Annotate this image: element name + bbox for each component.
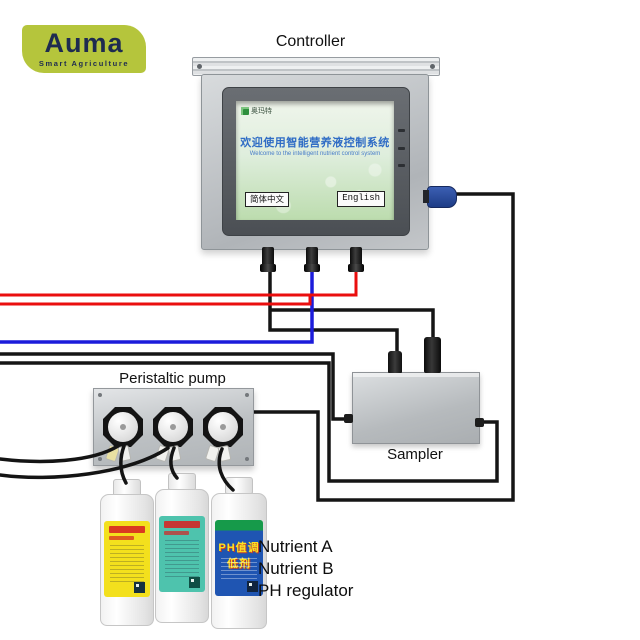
label-subtitle-bar — [164, 531, 190, 535]
ph-label-text: PH值调低剂 — [218, 542, 260, 570]
qr-code-icon — [189, 577, 200, 588]
sampler-right-wire — [0, 361, 499, 483]
red-power-wire-1 — [0, 262, 358, 297]
tube-to-bottle-b — [169, 446, 179, 480]
bottle-nutrient-a — [100, 494, 154, 626]
tube-to-left-1 — [0, 444, 120, 464]
sampler-left-wire — [0, 352, 350, 421]
tube-to-left-2 — [0, 446, 170, 480]
qr-code-icon — [134, 582, 145, 593]
screw-icon — [98, 393, 102, 397]
pump-power-wire — [252, 192, 515, 502]
pump-head-1 — [103, 407, 143, 447]
sampler-left-port — [344, 414, 353, 423]
screen-logo-icon — [241, 107, 249, 115]
language-button-english[interactable]: English — [337, 191, 385, 207]
bottle-caption-list: Nutrient A Nutrient B PH regulator — [258, 536, 353, 602]
caption-ph-regulator: PH regulator — [258, 581, 354, 600]
sampler-label: Sampler — [387, 446, 443, 463]
bottle-ph-regulator: PH值调低剂 — [211, 493, 267, 629]
bottle-nutrient-b — [155, 489, 209, 623]
bottom-connector-1 — [260, 247, 276, 272]
label-title-bar — [164, 521, 200, 528]
welcome-title-zh: 欢迎使用智能营养液控制系统 — [240, 137, 390, 149]
brand-tagline: Smart Agriculture — [38, 59, 130, 68]
controller-touchscreen: 奥玛特 欢迎使用智能营养液控制系统 Welcome to the intelli… — [236, 101, 394, 220]
brand-name: Auma — [44, 28, 124, 58]
red-power-wire-2 — [0, 296, 312, 306]
screw-icon — [430, 64, 435, 69]
status-led-icon — [398, 164, 405, 167]
screw-icon — [245, 457, 249, 461]
tube-to-bottle-a — [119, 444, 128, 485]
bottle-label-ph-regulator: PH值调低剂 — [215, 520, 263, 596]
brand-logo: Auma Smart Agriculture — [22, 25, 146, 73]
pump-label: Peristaltic pump — [119, 370, 226, 387]
bottle-label-nutrient-a — [104, 521, 150, 597]
sampler-top-connector-small — [388, 351, 402, 373]
language-button-chinese[interactable]: 简体中文 — [245, 191, 290, 207]
sampler-box — [352, 372, 480, 444]
screw-icon — [98, 457, 102, 461]
caption-nutrient-a: Nutrient A — [258, 537, 333, 556]
side-cable-gland — [423, 186, 457, 208]
caption-nutrient-b: Nutrient B — [258, 559, 334, 578]
pump-head-2 — [153, 407, 193, 447]
welcome-title-en: Welcome to the intelligent nutrient cont… — [249, 151, 381, 157]
label-title-bar — [109, 526, 145, 533]
blue-sensor-wire — [0, 262, 314, 344]
bottle-label-nutrient-b — [159, 516, 205, 592]
sampler-top-connector-big — [424, 337, 441, 373]
sampler-right-port — [475, 418, 484, 427]
status-led-icon — [398, 129, 405, 132]
bottom-connector-3 — [348, 247, 364, 272]
label-fine-print — [221, 558, 257, 581]
bottom-connector-2 — [304, 247, 320, 272]
label-subtitle-bar — [109, 536, 135, 540]
screw-icon — [245, 393, 249, 397]
label-fine-print — [110, 545, 144, 582]
label-fine-print — [165, 540, 199, 577]
screen-logo: 奥玛特 — [241, 106, 272, 116]
pump-head-3 — [203, 407, 243, 447]
screen-logo-text: 奥玛特 — [251, 108, 272, 115]
controller-label: Controller — [275, 33, 346, 50]
screw-icon — [197, 64, 202, 69]
tube-to-bottle-ph — [217, 447, 235, 492]
status-led-icon — [398, 147, 405, 150]
qr-code-icon — [247, 581, 258, 592]
